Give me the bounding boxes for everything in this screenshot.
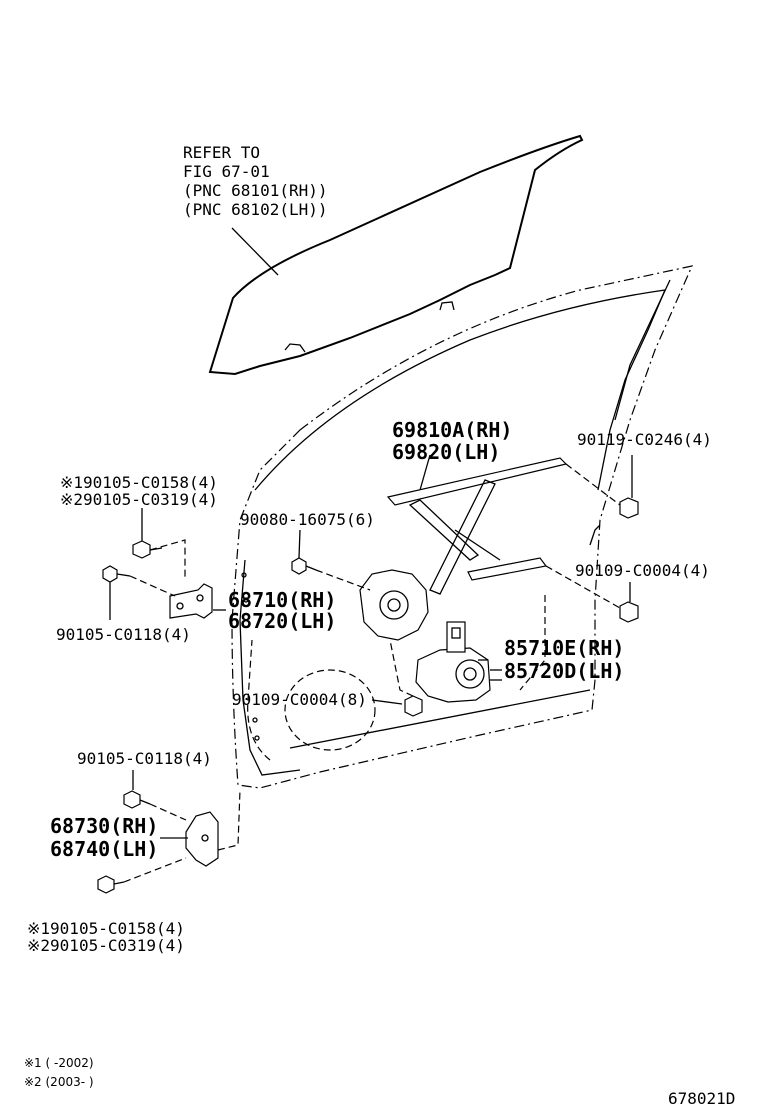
bolt-icon-90080	[291, 557, 317, 575]
part-label-regulator-lh: 69820(LH)	[392, 440, 501, 464]
part-label-bolt-90105-upper-left: 90105-C0118(4)	[56, 625, 191, 644]
part-label-bolt-90105-lower-top: 90105-C0118(4)	[77, 749, 212, 768]
figure-id: 678021D	[668, 1089, 736, 1108]
lower-hinge	[185, 811, 219, 867]
door-panel	[231, 265, 694, 789]
refer-note-line1: REFER TO	[183, 143, 261, 162]
part-label-bolt-90080: 90080-16075(6)	[240, 510, 375, 529]
bolt-icon-90109-center	[404, 695, 423, 717]
bolt-icon-upper-1	[132, 540, 163, 559]
part-label-regulator-rh: 69810A(RH)	[392, 418, 513, 442]
part-label-upper-hinge-lh: 68720(LH)	[228, 609, 337, 633]
part-label-lower-mark2-bolt: ※290105-C0319(4)	[27, 936, 185, 955]
leader-lines	[109, 454, 633, 883]
refer-leader-line	[231, 227, 279, 276]
bolt-icon-90119	[619, 497, 639, 519]
part-label-upper-mark1-bolt: ※190105-C0158(4)	[60, 473, 218, 492]
part-label-lower-mark1-bolt: ※190105-C0158(4)	[27, 919, 185, 938]
part-label-lower-hinge-lh: 68740(LH)	[50, 837, 159, 861]
part-label-bolt-90109-center: 90109-C0004(8)	[232, 690, 367, 709]
bolt-icon-90109-right	[619, 601, 639, 623]
bolt-icon-lower-1	[123, 790, 151, 809]
part-label-upper-hinge-rh: 68710(RH)	[228, 588, 337, 612]
part-label-bolt-90109-right: 90109-C0004(4)	[575, 561, 710, 580]
part-label-motor-lh: 85720D(LH)	[504, 659, 625, 683]
bolt-icon-lower-2	[97, 875, 125, 894]
refer-note-line4: (PNC 68102(LH))	[183, 200, 328, 219]
part-label-bolt-90119: 90119-C0246(4)	[577, 430, 712, 449]
door-glass	[208, 134, 584, 376]
window-regulator	[359, 457, 568, 641]
upper-hinge	[169, 583, 213, 619]
regulator-motor	[415, 621, 502, 703]
bolt-icon-upper-2	[102, 565, 131, 583]
part-label-motor-rh: 85710E(RH)	[504, 636, 625, 660]
footnote-2: ※2 (2003- )	[24, 1075, 94, 1089]
refer-note-line3: (PNC 68101(RH))	[183, 181, 328, 200]
footnote-1: ※1 ( -2002)	[24, 1056, 94, 1070]
refer-note-line2: FIG 67-01	[183, 162, 270, 181]
part-label-lower-hinge-rh: 68730(RH)	[50, 814, 159, 838]
part-label-upper-mark2-bolt: ※290105-C0319(4)	[60, 490, 218, 509]
